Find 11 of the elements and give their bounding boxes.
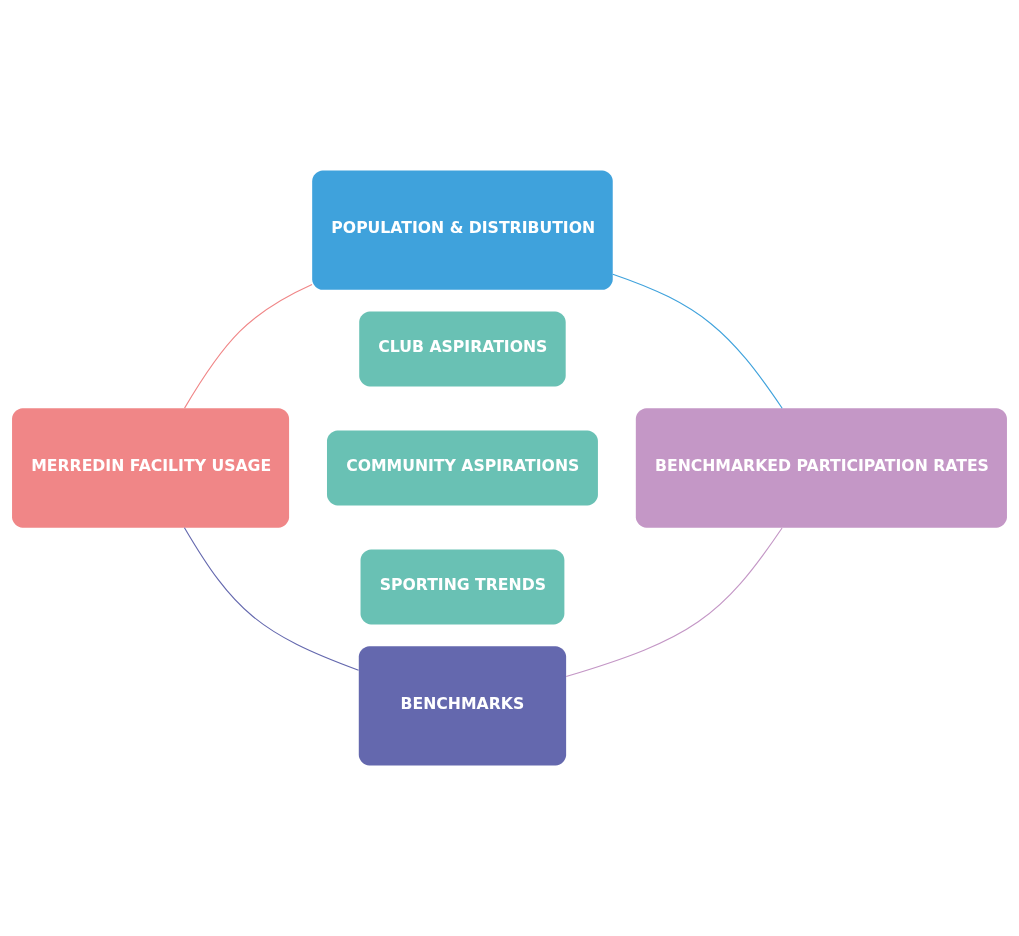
node-box: SPORTING TRENDS — [360, 549, 565, 625]
connector — [565, 527, 783, 678]
connector — [183, 527, 360, 671]
node-box: BENCHMARKED PARTICIPATION RATES — [635, 408, 1007, 528]
node-box: COMMUNITY ASPIRATIONS — [327, 430, 598, 506]
node-box: BENCHMARKS — [358, 646, 567, 766]
node-box: MERREDIN FACILITY USAGE — [12, 408, 290, 528]
connector — [612, 273, 783, 409]
node-box: CLUB ASPIRATIONS — [359, 311, 566, 387]
connector — [184, 283, 313, 409]
node-box: POPULATION & DISTRIBUTION — [312, 170, 613, 290]
